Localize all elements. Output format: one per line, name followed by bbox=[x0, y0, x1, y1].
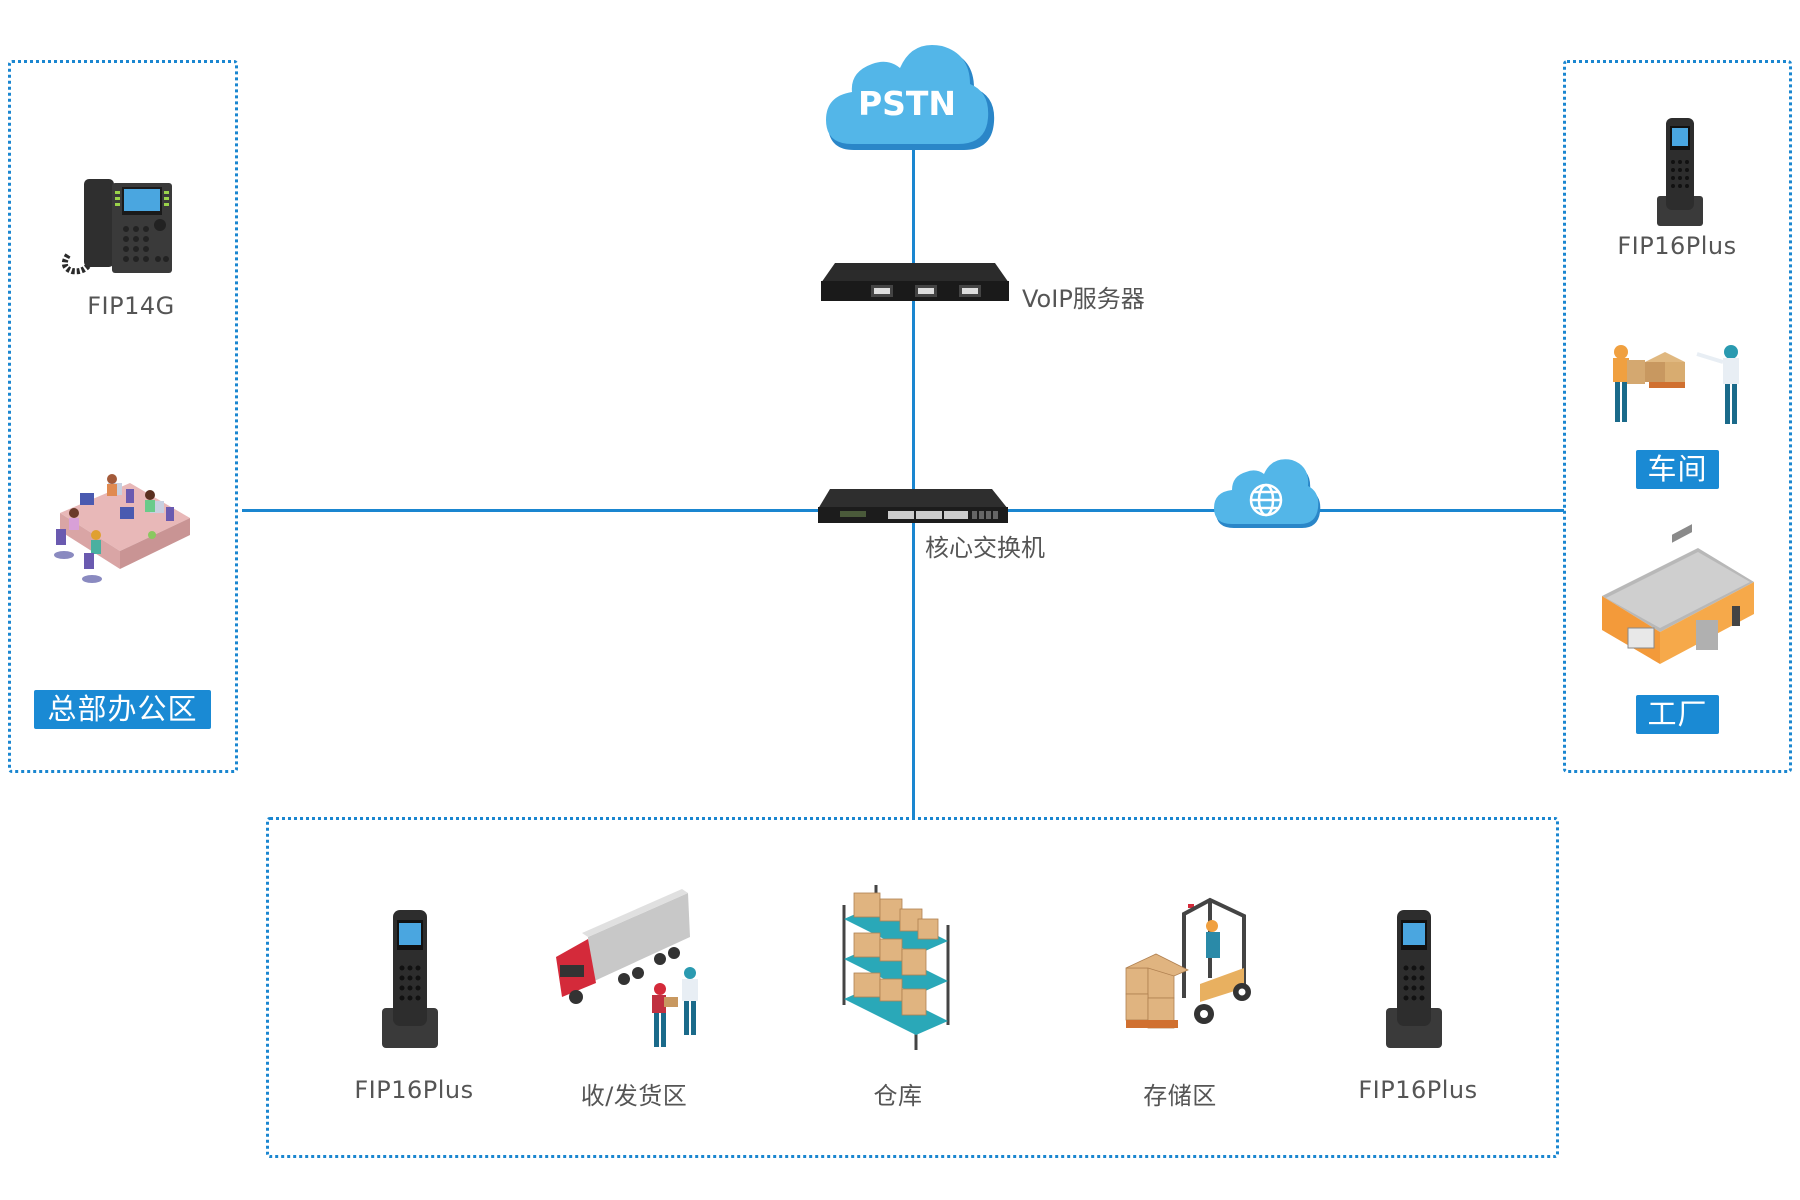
desk-phone-icon bbox=[61, 179, 172, 275]
voip-server-label: VoIP服务器 bbox=[1022, 285, 1145, 313]
fip16plus-bottom-right bbox=[1386, 910, 1442, 1048]
workshop-illustration bbox=[1605, 340, 1750, 435]
warehouse-shelves-icon bbox=[842, 885, 950, 1050]
delivery-area-illustration bbox=[556, 889, 706, 1053]
fip16plus-bottom-left-label: FIP16Plus bbox=[354, 1076, 474, 1104]
switch-to-internet-link bbox=[1004, 509, 1219, 512]
warehouse-label: 仓库 bbox=[873, 1082, 923, 1110]
workshop-icon bbox=[1613, 345, 1739, 424]
voip-server bbox=[821, 263, 1009, 301]
core-switch bbox=[818, 489, 1008, 523]
forklift-icon bbox=[1125, 897, 1251, 1029]
cordless-phone-icon bbox=[1657, 118, 1703, 226]
core-switch-label: 核心交换机 bbox=[925, 534, 1045, 562]
bottom-panel-logistics bbox=[266, 817, 1559, 1158]
left-panel-hq-office bbox=[8, 60, 238, 773]
storage-area-illustration bbox=[1125, 897, 1252, 1046]
pstn-to-server-link bbox=[912, 150, 915, 270]
warehouse-illustration bbox=[840, 885, 952, 1050]
globe-cloud-icon bbox=[1214, 459, 1321, 528]
server-to-switch-link bbox=[912, 298, 915, 493]
delivery-truck-icon bbox=[556, 889, 698, 1047]
pstn-cloud: PSTN bbox=[824, 40, 996, 154]
factory-tag: 工厂 bbox=[1636, 695, 1719, 734]
internet-to-right-panel-link bbox=[1318, 509, 1564, 512]
office-workers-icon bbox=[54, 474, 190, 583]
fip14g-desk-phone bbox=[60, 177, 174, 277]
server-icon bbox=[821, 263, 1009, 301]
cordless-phone-icon bbox=[1386, 910, 1442, 1048]
storage-area-label: 存储区 bbox=[1143, 1082, 1217, 1110]
fip16plus-right bbox=[1657, 118, 1703, 226]
delivery-area-label: 收/发货区 bbox=[580, 1082, 688, 1110]
switch-to-bottom-link bbox=[912, 520, 915, 818]
factory-building-icon bbox=[1602, 524, 1754, 664]
workshop-tag: 车间 bbox=[1636, 450, 1719, 489]
hq-office-tag: 总部办公区 bbox=[34, 690, 211, 729]
left-panel-link bbox=[242, 509, 822, 512]
cloud-icon bbox=[826, 44, 995, 150]
cordless-phone-icon bbox=[382, 910, 438, 1048]
fip14g-label: FIP14G bbox=[87, 292, 175, 320]
office-workers-illustration bbox=[50, 473, 195, 593]
switch-icon bbox=[818, 489, 1008, 523]
internet-cloud bbox=[1214, 458, 1322, 530]
factory-illustration bbox=[1602, 524, 1754, 664]
pstn-label: PSTN bbox=[857, 84, 957, 123]
right-panel-factory bbox=[1563, 60, 1792, 773]
fip16plus-bottom-right-label: FIP16Plus bbox=[1358, 1076, 1478, 1104]
fip16plus-bottom-left bbox=[382, 910, 438, 1048]
fip16plus-right-label: FIP16Plus bbox=[1617, 232, 1737, 260]
